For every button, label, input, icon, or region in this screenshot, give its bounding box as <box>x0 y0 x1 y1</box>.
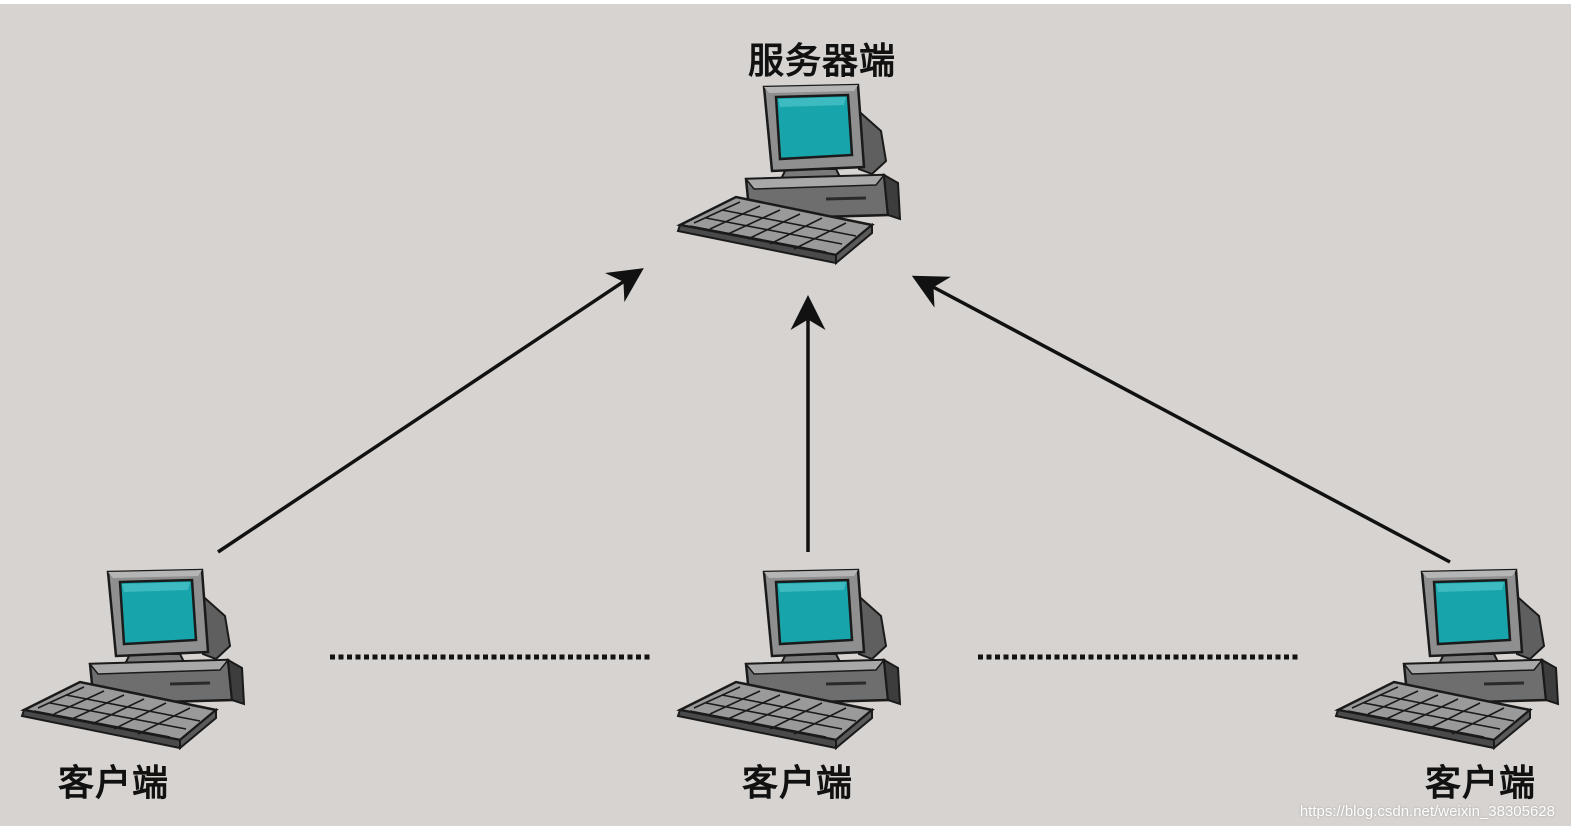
server-node <box>676 79 906 269</box>
client-node-3 <box>1334 564 1564 754</box>
desktop-computer-icon <box>1334 568 1560 751</box>
arrow-client-1-to-server <box>217 268 644 554</box>
desktop-computer-icon <box>20 568 246 751</box>
client-label-3: 客户端 <box>1425 763 1537 804</box>
client-label-2: 客户端 <box>742 763 854 804</box>
arrow-client-3-to-server <box>911 275 1451 564</box>
client-node-1 <box>20 564 250 754</box>
desktop-computer-icon <box>676 568 902 751</box>
client-label-1: 客户端 <box>58 763 170 804</box>
server-label: 服务器端 <box>748 41 897 82</box>
connection-lines <box>217 268 1451 660</box>
diagram-canvas: 服务器端 <box>0 4 1571 826</box>
client-node-2 <box>676 564 906 754</box>
watermark-text: https://blog.csdn.net/weixin_38305628 <box>1299 803 1555 820</box>
desktop-computer-icon <box>676 83 902 266</box>
